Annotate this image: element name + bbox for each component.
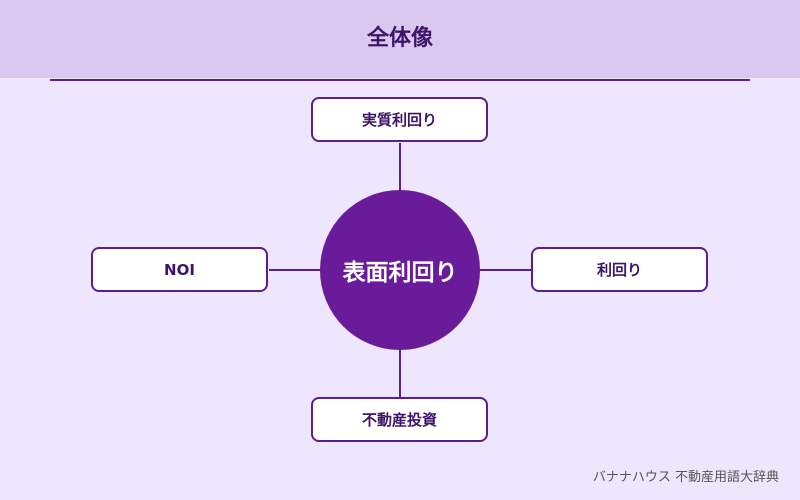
center-node: 表面利回り xyxy=(320,190,480,350)
node-bottom-label: 不動産投資 xyxy=(361,411,437,429)
header-band: 全体像 xyxy=(0,0,800,78)
connector-right xyxy=(479,269,531,271)
node-left: NOI xyxy=(91,247,268,292)
node-top: 実質利回り xyxy=(311,97,488,142)
connector-left xyxy=(269,269,321,271)
connector-bottom xyxy=(399,349,401,398)
node-top-label: 実質利回り xyxy=(361,111,437,129)
node-left-label: NOI xyxy=(164,260,195,279)
center-node-label: 表面利回り xyxy=(342,260,458,286)
source-credit: バナナハウス 不動産用語大辞典 xyxy=(592,470,779,485)
node-right-label: 利回り xyxy=(596,261,642,279)
header-divider xyxy=(50,79,750,81)
node-right: 利回り xyxy=(531,247,708,292)
page-title: 全体像 xyxy=(366,26,433,51)
node-bottom: 不動産投資 xyxy=(311,397,488,442)
connector-top xyxy=(399,143,401,191)
